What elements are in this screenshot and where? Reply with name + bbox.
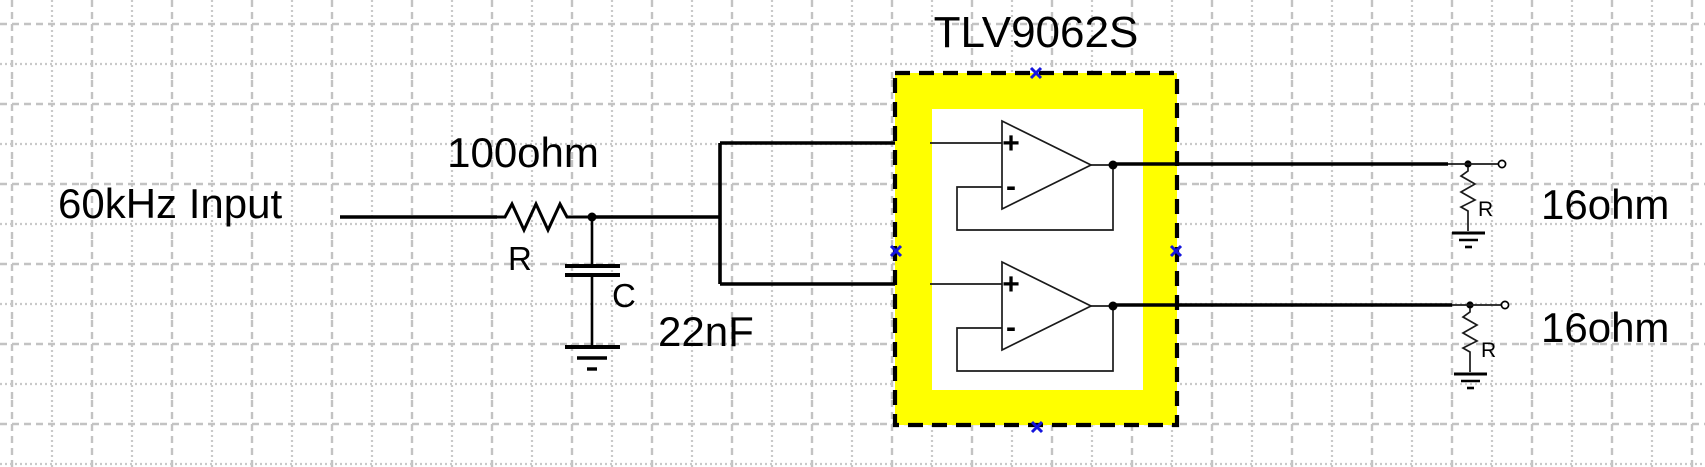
- capacitor-value-label: 22nF: [658, 308, 754, 355]
- opamp2-feedback-wire[interactable]: [956, 306, 1114, 372]
- load2-value-label: 16ohm: [1541, 304, 1669, 351]
- opamp1-feedback-wire[interactable]: [956, 165, 1114, 231]
- series-resistor[interactable]: 100ohm R: [447, 129, 599, 277]
- ground-symbol: [565, 345, 620, 371]
- load1-ref-label: R: [1478, 198, 1493, 221]
- resistor-zigzag[interactable]: [1461, 308, 1479, 372]
- opamp-1[interactable]: + -: [930, 119, 1118, 231]
- selection-handle-icon[interactable]: [889, 244, 903, 258]
- selection-handle-icon[interactable]: [1029, 66, 1043, 80]
- ground-symbol: [1454, 372, 1487, 390]
- opamp-2[interactable]: + -: [930, 260, 1118, 372]
- output-terminal[interactable]: [1497, 159, 1507, 169]
- load-resistor-2[interactable]: R 16ohm: [1452, 300, 1669, 390]
- opamp-package-selection[interactable]: [889, 66, 1183, 434]
- capacitor-ref-label: C: [612, 277, 636, 314]
- load-resistor-1[interactable]: R 16ohm: [1448, 159, 1669, 249]
- load2-ref-label: R: [1481, 339, 1496, 362]
- opamp2-triangle[interactable]: [1001, 260, 1093, 352]
- opamp2-plus-pin: +: [1002, 268, 1020, 301]
- opamp2-minus-pin: -: [1006, 311, 1016, 344]
- selection-handle-icon[interactable]: [1169, 244, 1183, 258]
- ic-title: TLV9062S: [934, 8, 1139, 57]
- opamp1-triangle[interactable]: [1001, 119, 1093, 211]
- selection-handle-icon[interactable]: [1030, 420, 1044, 434]
- resistor-zigzag[interactable]: [1459, 167, 1477, 231]
- resistor-zigzag[interactable]: [497, 200, 592, 234]
- load1-value-label: 16ohm: [1541, 181, 1669, 228]
- opamp1-minus-pin: -: [1006, 170, 1016, 203]
- output-terminal[interactable]: [1500, 300, 1510, 310]
- selection-handles[interactable]: [889, 66, 1183, 434]
- shunt-capacitor[interactable]: C 22nF: [565, 217, 754, 371]
- resistor-value-label: 100ohm: [447, 129, 599, 176]
- input-signal-label: 60kHz Input: [58, 180, 282, 227]
- opamp1-plus-pin: +: [1002, 127, 1020, 160]
- resistor-ref-label: R: [508, 240, 532, 277]
- ground-symbol: [1452, 231, 1485, 249]
